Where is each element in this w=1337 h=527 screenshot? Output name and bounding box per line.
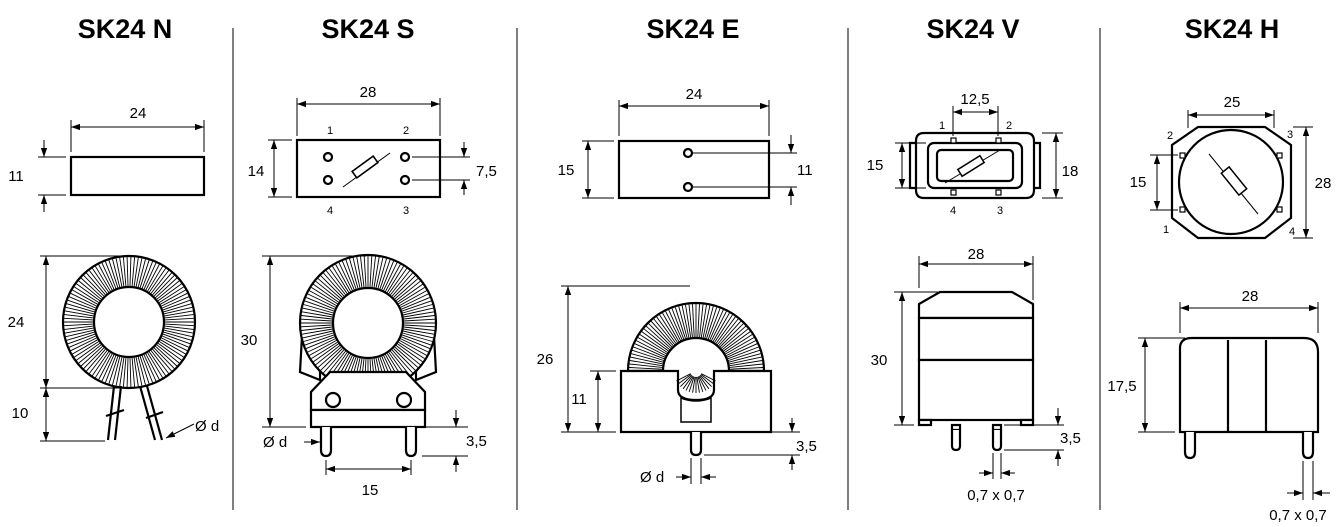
sk24-s-top-view <box>268 98 470 199</box>
sk24-s-pin-pitch-label: 15 <box>362 482 379 499</box>
sk24-v-top-view <box>895 106 1063 200</box>
sk24-h-pin-1: 1 <box>1163 224 1169 236</box>
sk24-h-top-view <box>1150 110 1313 240</box>
title-sk24-e: SK24 E <box>646 14 739 44</box>
sk24-h-pitch-label: 15 <box>1130 174 1147 191</box>
sk24-n-wire-label: Ø d <box>195 418 219 435</box>
sk24-v-pin-length-label: 3,5 <box>1060 430 1081 447</box>
sk24-s-height-label: 14 <box>248 163 265 180</box>
sk24-h-pin-3: 3 <box>1287 129 1293 141</box>
sk24-h-body-height-label: 17,5 <box>1107 378 1136 395</box>
title-sk24-v: SK24 V <box>926 14 1019 44</box>
sk24-v-pin-4: 4 <box>950 205 956 217</box>
sk24-v-total-height-label: 30 <box>871 352 888 369</box>
sk24-e-total-height-label: 26 <box>537 351 554 368</box>
sk24-e-top-view <box>582 100 797 205</box>
sk24-v-pitch-label: 12,5 <box>960 91 989 108</box>
sk24-s-pin-2: 2 <box>403 125 409 137</box>
sk24-v-pin-size-label: 0,7 x 0,7 <box>967 487 1025 504</box>
sk24-e-pin-length-label: 3,5 <box>796 438 817 455</box>
title-sk24-n: SK24 N <box>78 14 173 44</box>
sk24-n-height-label: 11 <box>8 168 24 185</box>
sk24-e-width-label: 24 <box>686 86 703 103</box>
sk24-n-front-view <box>40 254 197 442</box>
sk24-e-pitch-label: 11 <box>797 162 813 179</box>
sk24-v-pin-2: 2 <box>1006 120 1012 132</box>
sk24-h-width-label: 25 <box>1224 94 1241 111</box>
sk24-s-pin-1: 1 <box>327 125 333 137</box>
sk24-v-width-label: 28 <box>968 246 985 263</box>
sk24-n-diameter-label: 24 <box>8 314 25 331</box>
sk24-h-body-width-label: 28 <box>1242 288 1259 305</box>
sk24-h-outer-height-label: 28 <box>1315 175 1332 192</box>
sk24-e-height-label: 15 <box>558 162 575 179</box>
sk24-s-front-view <box>262 253 468 475</box>
sk24-s-width-label: 28 <box>360 84 377 101</box>
sk24-h-pin-size-label: 0,7 x 0,7 <box>1269 507 1327 524</box>
sk24-s-pin-length-label: 3,5 <box>466 433 487 450</box>
sk24-e-wire-label: Ø d <box>640 469 664 486</box>
sk24-s-pitch-label: 7,5 <box>476 163 497 180</box>
sk24-v-front-view <box>894 256 1064 479</box>
sk24-v-height-label: 15 <box>867 157 884 174</box>
sk24-h-pin-2: 2 <box>1167 130 1173 142</box>
sk24-e-front-view <box>561 285 800 484</box>
sk24-h-pin-4: 4 <box>1289 226 1295 238</box>
sk24-e-base-height-label: 11 <box>571 391 587 408</box>
sk24-v-pin-3: 3 <box>997 205 1003 217</box>
sk24-v-pin-1: 1 <box>939 120 945 132</box>
sk24-s-wire-label: Ø d <box>263 434 287 451</box>
sk24-n-top-view <box>38 120 206 212</box>
sk24-s-pin-3: 3 <box>403 205 409 217</box>
sk24-s-pin-4: 4 <box>327 205 333 217</box>
sk24-h-front-view <box>1138 302 1330 500</box>
sk24-n-width-label: 24 <box>130 105 147 122</box>
sk24-n-lead-label: 10 <box>12 405 29 422</box>
title-sk24-s: SK24 S <box>321 14 414 44</box>
sk24-s-total-height-label: 30 <box>241 332 258 349</box>
title-sk24-h: SK24 H <box>1185 14 1280 44</box>
sk24-v-outer-height-label: 18 <box>1062 163 1079 180</box>
